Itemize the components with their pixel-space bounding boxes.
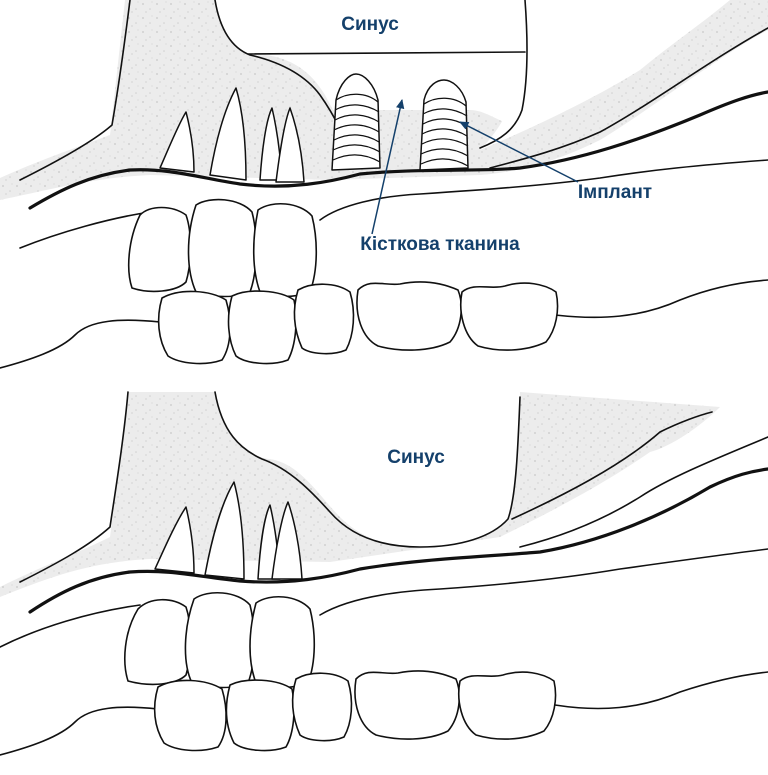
upper-jaw-outline-bottom — [0, 548, 768, 648]
upper-root-4 — [275, 107, 305, 183]
sinus-label-top: Синус — [341, 14, 399, 35]
lower-tooth-1 — [157, 290, 231, 365]
upper-crown-1-bottom — [124, 598, 192, 686]
implant-2 — [419, 79, 469, 171]
top-diagram-svg: Синус Кісткова тканина Імплант — [0, 0, 768, 369]
implant-1 — [331, 73, 381, 171]
bone-left-contour-bottom — [19, 391, 129, 583]
sinus-floor-original — [247, 51, 526, 55]
bone-tissue-label: Кісткова тканина — [360, 234, 520, 255]
lower-tooth-4 — [356, 281, 463, 351]
upper-gum-line-bottom — [28, 467, 768, 614]
lower-jaw-outline-bottom — [0, 671, 768, 756]
lower-tooth-2 — [227, 290, 297, 365]
lower-jaw-outline — [0, 279, 768, 369]
upper-root-2-bottom — [204, 481, 245, 580]
lower-tooth-4-bottom — [354, 670, 461, 740]
lower-tooth-5 — [460, 282, 559, 351]
bone-right-contour-bottom — [519, 436, 768, 548]
upper-jaw-outline — [19, 159, 768, 249]
bone-tissue-arrow — [371, 98, 405, 235]
bottom-diagram-svg: Синус — [0, 391, 768, 756]
lower-tooth-2-bottom — [225, 679, 295, 752]
lower-tooth-3 — [293, 283, 355, 355]
lower-tooth-5-bottom — [458, 671, 557, 740]
upper-root-1-bottom — [154, 506, 195, 574]
implant-label: Імплант — [578, 182, 652, 203]
implant-arrow — [459, 121, 579, 183]
lower-tooth-1-bottom — [153, 679, 227, 752]
upper-root-4-bottom — [271, 501, 303, 580]
upper-gum-line — [28, 90, 768, 210]
diagram-before-sinus-lift: Синус — [0, 387, 768, 775]
upper-root-1 — [159, 111, 195, 173]
bone-right-contour — [489, 27, 768, 169]
bone-upper-right-contour — [511, 411, 713, 520]
lower-tooth-3-bottom — [291, 672, 353, 742]
upper-crown-1 — [127, 206, 192, 293]
sinus-right-wall — [479, 0, 528, 149]
bone-left-contour — [19, 0, 131, 181]
sinus-cavity-bottom — [215, 392, 520, 547]
upper-crown-3 — [252, 203, 318, 298]
upper-crown-2-bottom — [184, 591, 256, 689]
upper-crown-3-bottom — [249, 596, 316, 689]
diagram-after-sinus-lift: Синус Кісткова тканина Імплант — [0, 0, 768, 387]
sinus-label-bottom: Синус — [387, 447, 445, 468]
upper-root-2 — [209, 87, 247, 181]
sinus-outline-bottom — [214, 391, 521, 548]
upper-crown-2 — [187, 198, 258, 298]
sinus-outline — [214, 0, 346, 141]
